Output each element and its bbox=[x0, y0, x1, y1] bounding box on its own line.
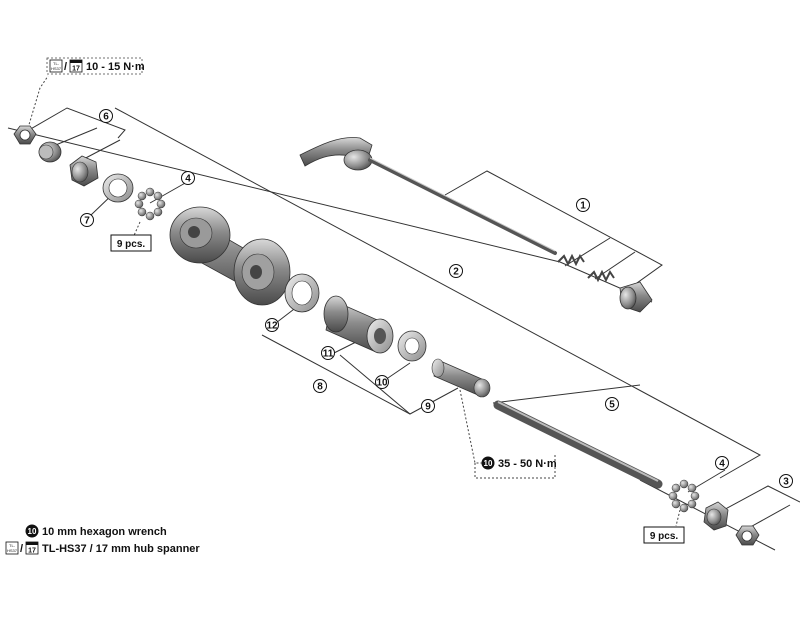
callout-4-right-text: 4 bbox=[719, 459, 725, 470]
washer-10 bbox=[397, 330, 427, 362]
callout-3-text: 3 bbox=[783, 477, 789, 488]
torque-leader-freehub bbox=[459, 389, 486, 464]
callout-7-text: 7 bbox=[84, 216, 90, 227]
legend-hex-text: 10 mm hexagon wrench bbox=[42, 526, 167, 538]
spacer-left bbox=[38, 141, 62, 163]
svg-text:TL-: TL- bbox=[9, 543, 16, 548]
callout-2-text: 2 bbox=[453, 267, 459, 278]
callout-2: 2 bbox=[449, 264, 463, 278]
callout-1: 1 bbox=[576, 198, 590, 212]
pcs-label-right: 9 pcs. bbox=[650, 531, 679, 542]
hex-10-size: 10 bbox=[484, 459, 493, 468]
callout-10: 10 bbox=[375, 375, 389, 389]
ball-bearings-right bbox=[668, 479, 700, 513]
bracket-10 bbox=[384, 362, 411, 381]
callout-8: 8 bbox=[313, 379, 327, 393]
callout-8-text: 8 bbox=[317, 382, 323, 393]
torque-sep-1: / bbox=[64, 61, 67, 73]
callout-5: 5 bbox=[605, 397, 619, 411]
pcs-box-right: 9 pcs. bbox=[643, 526, 685, 544]
legend-spanner-text: TL-HS37 / 17 mm hub spanner bbox=[42, 543, 200, 555]
svg-text:TL-: TL- bbox=[53, 61, 60, 66]
tl-hub-spanner-icon bbox=[49, 59, 63, 73]
callout-7: 7 bbox=[80, 213, 94, 227]
bracket-3 bbox=[717, 485, 800, 531]
legend-hex-row: 10 10 mm hexagon wrench bbox=[25, 524, 167, 538]
callout-9-text: 9 bbox=[425, 402, 431, 413]
callout-4-right: 4 bbox=[715, 456, 729, 470]
spring-2 bbox=[587, 269, 615, 283]
spanner-17-size: 17 bbox=[72, 66, 80, 73]
bracket-4-left bbox=[149, 181, 188, 204]
callout-9: 9 bbox=[421, 399, 435, 413]
torque-leader-left bbox=[27, 75, 49, 129]
callout-6: 6 bbox=[99, 109, 113, 123]
hub-shell bbox=[169, 206, 291, 306]
freehub-bolt bbox=[431, 358, 491, 398]
pcs-leader-right bbox=[675, 509, 681, 527]
legend-hex-icon bbox=[25, 524, 39, 538]
callout-12: 12 bbox=[265, 318, 279, 332]
washer-12 bbox=[284, 273, 320, 313]
dust-cap-left bbox=[102, 173, 134, 203]
svg-text:HS37: HS37 bbox=[7, 548, 18, 553]
callout-6-text: 6 bbox=[103, 112, 109, 123]
bracket-2 bbox=[114, 107, 762, 479]
freehub-body bbox=[323, 295, 394, 354]
torque-value-freehub: 35 - 50 N·m bbox=[498, 458, 557, 470]
legend-sep: / bbox=[20, 543, 23, 555]
hub-axle bbox=[493, 400, 663, 489]
bracket-1 bbox=[444, 170, 663, 289]
svg-text:HS37: HS37 bbox=[51, 66, 62, 71]
legend-spanner-row: TL- HS37 / 17 TL-HS37 / 17 mm hub spanne… bbox=[5, 541, 200, 555]
callout-1-text: 1 bbox=[580, 201, 586, 212]
torque-spec-freehub: 10 35 - 50 N·m bbox=[481, 456, 557, 470]
callout-11-text: 11 bbox=[323, 349, 334, 360]
callout-11: 11 bbox=[321, 346, 335, 360]
torque-spec-locknut: TL- HS37 / 17 10 - 15 N·m bbox=[46, 57, 145, 75]
cone-right bbox=[703, 501, 729, 531]
callout-3: 3 bbox=[779, 474, 793, 488]
callout-5-text: 5 bbox=[609, 400, 615, 411]
legend: 10 10 mm hexagon wrench TL- HS37 / 17 TL… bbox=[5, 524, 200, 555]
bracket-8 bbox=[261, 334, 459, 415]
torque-value-locknut: 10 - 15 N·m bbox=[86, 61, 145, 73]
axis-line-left bbox=[7, 127, 561, 263]
callout-4-left: 4 bbox=[181, 171, 195, 185]
legend-hex-size: 10 bbox=[28, 527, 37, 536]
lock-nut-left bbox=[13, 125, 37, 145]
legend-spanner-size: 17 bbox=[28, 548, 36, 555]
callout-12-text: 12 bbox=[266, 321, 278, 332]
hex-wrench-10-icon bbox=[481, 456, 495, 470]
pcs-label-left: 9 pcs. bbox=[117, 239, 146, 250]
callout-4-left-text: 4 bbox=[185, 174, 191, 185]
pcs-box-left: 9 pcs. bbox=[110, 234, 152, 252]
quick-release-skewer bbox=[299, 137, 557, 255]
ball-bearings-left bbox=[134, 187, 166, 221]
bracket-5 bbox=[492, 384, 641, 404]
callout-10-text: 10 bbox=[376, 378, 388, 389]
cone-left bbox=[69, 155, 99, 187]
lock-nut-right bbox=[735, 525, 760, 546]
adjusting-nut bbox=[619, 281, 653, 313]
spring-1 bbox=[557, 253, 585, 267]
legend-tl-icon bbox=[5, 541, 19, 555]
